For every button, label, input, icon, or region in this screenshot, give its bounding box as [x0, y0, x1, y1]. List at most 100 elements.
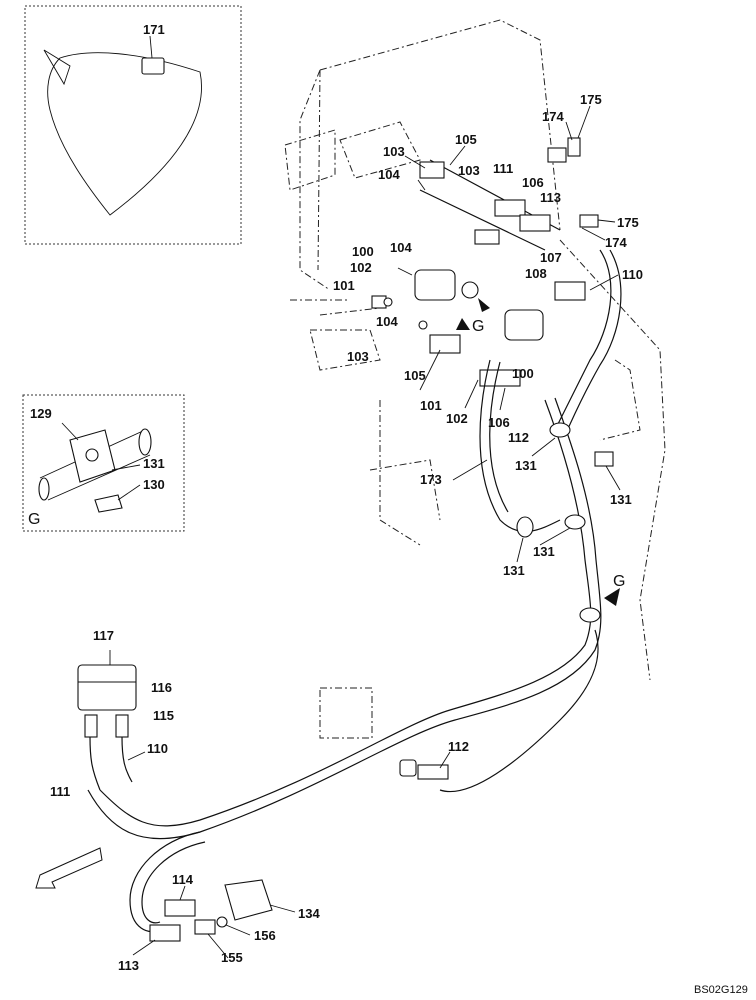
hose-routing	[87, 249, 622, 933]
hose-113b	[129, 831, 201, 933]
part-label-131b: 131	[610, 492, 632, 507]
part-label-174a: 174	[542, 109, 564, 124]
fitting-110a	[554, 281, 586, 301]
arrow-g-marks	[456, 298, 490, 330]
figure-code: BS02G129	[694, 984, 748, 996]
part-label-101a: 101	[333, 278, 355, 293]
switch-part	[141, 57, 165, 75]
part-label-117: 117	[93, 628, 114, 643]
bolt-part	[94, 494, 123, 513]
leader-174b	[581, 227, 606, 241]
part-label-110b: 110	[147, 741, 168, 756]
leader-171	[149, 35, 153, 59]
small-bracket	[309, 329, 381, 371]
part-label-173: 173	[420, 472, 442, 487]
engine-block-outline	[299, 19, 561, 291]
fitting-175b	[579, 214, 599, 228]
fitting-112b	[399, 759, 417, 777]
clamp-131-low	[579, 607, 601, 623]
part-label-105a: 105	[455, 132, 477, 147]
lower-frame	[369, 400, 441, 546]
clamp-131c	[564, 514, 586, 530]
part-label-175a: 175	[580, 92, 602, 107]
part-label-102a: 102	[350, 260, 372, 275]
leader-174a	[565, 121, 573, 141]
hose-112b	[439, 629, 599, 793]
clamp-131a	[549, 422, 571, 438]
leader-110b	[127, 751, 146, 761]
leader-114	[179, 885, 186, 901]
lever-handle	[43, 49, 71, 86]
part-label-103b: 103	[458, 163, 480, 178]
lever-cover-outline	[47, 52, 202, 216]
fitting-103a	[419, 161, 445, 179]
valve-134	[224, 879, 273, 921]
leader-131a	[531, 437, 556, 457]
part-label-100a: 100	[352, 244, 374, 259]
leader-105b	[419, 349, 441, 391]
leader-103a	[404, 155, 426, 169]
hose-113b-2	[141, 841, 206, 924]
part-label-104b: 104	[390, 240, 412, 255]
lower-right-fittings	[35, 759, 449, 942]
leader-173	[452, 459, 488, 481]
leader-130	[117, 484, 141, 501]
part-label-113b: 113	[118, 958, 139, 973]
oring-104c	[418, 320, 428, 330]
lower-block	[77, 650, 137, 791]
fitting-175a	[567, 137, 581, 157]
fitting-112b-body	[417, 764, 449, 780]
part-label-112a: 112	[508, 430, 529, 445]
bracket-outline	[339, 121, 421, 179]
solenoid-100b	[504, 309, 544, 341]
hose-173	[479, 359, 561, 533]
part-label-171: 171	[143, 22, 165, 37]
leader-113b	[132, 939, 156, 956]
clamp-131b	[594, 451, 614, 467]
part-label-114: 114	[172, 872, 194, 887]
part-label-175b: 175	[617, 215, 639, 230]
part-label-111a: 111	[493, 161, 513, 176]
engine-ribs	[284, 129, 336, 191]
part-label-130: 130	[143, 477, 165, 492]
washer-102a	[383, 297, 393, 307]
fitting-108	[461, 281, 479, 299]
leader-131e	[111, 464, 141, 471]
fitting-174a	[547, 147, 567, 163]
part-label-101b: 101	[420, 398, 442, 413]
leader-129	[61, 422, 79, 441]
part-label-104c: 104	[376, 314, 398, 329]
part-label-112b: 112	[448, 739, 469, 754]
front-direction-arrow	[35, 847, 103, 889]
part-label-174b: 174	[605, 235, 627, 250]
detail-letter-g-inset: G	[28, 511, 40, 528]
junction-box	[319, 687, 373, 739]
hose-112a-2	[564, 249, 622, 436]
part-label-131e: 131	[143, 456, 165, 471]
leader-lines	[127, 105, 621, 959]
detail-markers: G G G	[28, 318, 625, 590]
part-label-103c: 103	[347, 349, 369, 364]
part-label-131a: 131	[515, 458, 537, 473]
hose-110b	[99, 399, 592, 827]
right-frame	[559, 239, 666, 681]
clamp-131d	[516, 516, 534, 538]
fitting-115a	[84, 714, 98, 738]
inset-clamp-detail	[22, 394, 185, 532]
fitting-156	[216, 916, 228, 928]
leader-106b	[499, 387, 506, 411]
fitting-104b	[474, 229, 500, 245]
lower-hoses	[89, 736, 133, 791]
part-label-134: 134	[298, 906, 320, 921]
part-label-116: 116	[151, 680, 172, 695]
fitting-155	[194, 919, 216, 935]
fitting-106b	[479, 369, 521, 387]
part-label-115: 115	[153, 708, 174, 723]
part-label-102b: 102	[446, 411, 468, 426]
leader-155	[207, 933, 229, 959]
fitting-113b	[149, 924, 181, 942]
leader-105a	[449, 145, 466, 166]
pipe-end-2	[38, 477, 50, 501]
part-label-113a: 113	[540, 190, 561, 205]
